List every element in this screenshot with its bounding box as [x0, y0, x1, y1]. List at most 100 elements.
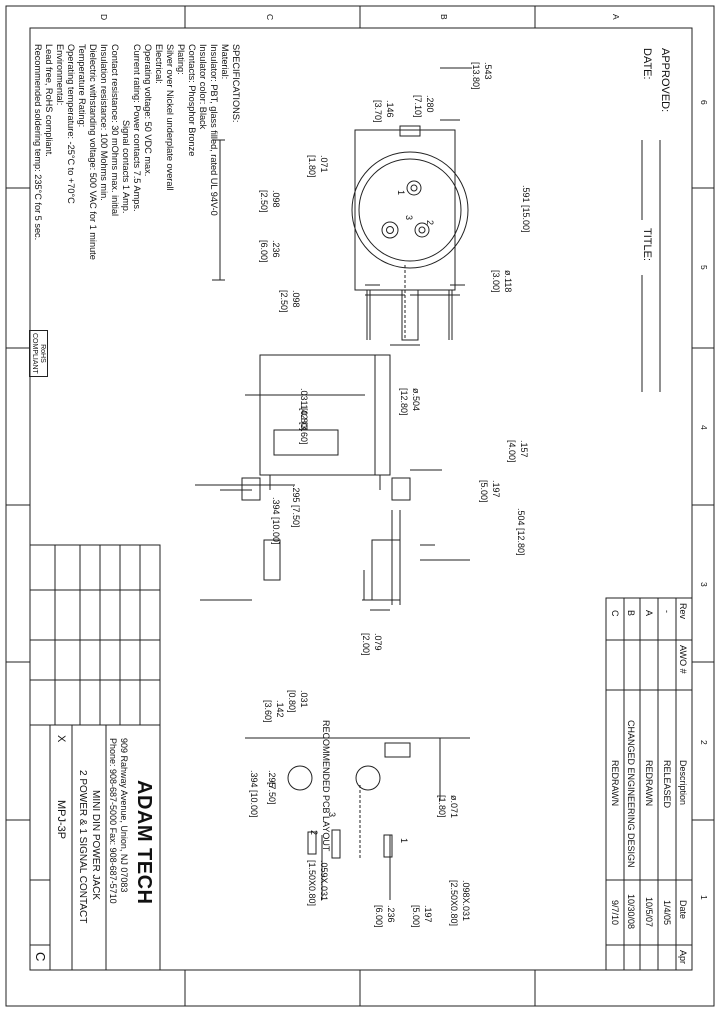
- pcb-pin-3: 3: [327, 812, 337, 818]
- grid-ticks: [6, 6, 714, 1006]
- rev-row-1-desc: RELEASED: [662, 760, 672, 809]
- dim-098-a: .098: [271, 190, 281, 208]
- dim-2-00: [2.00]: [361, 633, 371, 656]
- drawing-title-2: 2 POWER & 1 SIGNAL CONTACT: [77, 770, 88, 924]
- pcb-dim-0-80: [0.80]: [287, 690, 297, 713]
- pcb-dim-5-00: [5.00]: [411, 905, 421, 928]
- grid-number-6: 6: [699, 100, 709, 105]
- rev-row-2-rev: A: [644, 610, 654, 617]
- rev-row-3-date: 10/30/08: [626, 894, 636, 930]
- dim-3-70: [3.70]: [373, 100, 383, 123]
- rev-header-rev: Rev: [678, 603, 688, 620]
- dim-12-80-a: [12.80]: [399, 388, 409, 416]
- dim-dia-118: ø.118: [503, 270, 513, 293]
- rev-row-1-date: 1/4/05: [662, 900, 672, 926]
- rohs-logo: RoHS COMPLIANT: [28, 330, 48, 377]
- dim-394: .394 [10.00]: [271, 497, 281, 545]
- dim-dia-504: ø.504: [411, 388, 421, 412]
- grid-number-2: 2: [699, 740, 709, 745]
- dim-098-b: .098: [291, 290, 301, 308]
- grid-number-1: 1: [699, 895, 709, 900]
- drawing-title-1: MINI DIN POWER JACK: [90, 790, 101, 901]
- company-name: ADAM TECH: [133, 780, 155, 905]
- rev-row-4-desc: REDRAWN: [610, 760, 620, 807]
- pcb-dim-059x031: .059X.031: [319, 860, 329, 902]
- dim-2-50-a: [2.50]: [259, 190, 269, 213]
- pcb-pin-1: 1: [399, 838, 409, 844]
- dim-3-00: [3.00]: [491, 270, 501, 293]
- pcb-dim-1-50x0-80: [1.50X0.80]: [307, 860, 317, 907]
- rev-row-1-rev: -: [662, 610, 672, 613]
- grid-number-5: 5: [699, 265, 709, 270]
- pcb-dim-3-60: [3.60]: [263, 700, 273, 723]
- approved-label: APPROVED:: [659, 48, 671, 113]
- rev-header-date: Date: [678, 900, 688, 920]
- title-label: TITLE:: [641, 228, 653, 262]
- grid-letter-a: A: [611, 14, 621, 20]
- dim-504: .504 [12.80]: [516, 508, 526, 556]
- pcb-dim-2-50x0-80: [2.50X0.80]: [449, 880, 459, 927]
- dim-13-80: [13.80]: [471, 62, 481, 90]
- dim-071: .071: [319, 155, 329, 173]
- grid-letter-b: B: [439, 14, 449, 20]
- pcb-dim-197: .197: [423, 905, 433, 923]
- rev-row-3-desc: CHANGED ENGINEERING DESIGN: [626, 720, 636, 868]
- dim-6-00: [6.00]: [259, 240, 269, 263]
- grid-letter-c: C: [265, 14, 275, 21]
- rev-row-2-desc: REDRAWN: [644, 760, 654, 807]
- pcb-pin-2: 2: [309, 830, 319, 836]
- part-number: MPJ-3P: [55, 800, 67, 840]
- pcb-layout-title: RECOMMENDED PCB LAYOUT: [321, 720, 331, 852]
- dim-157: .157: [519, 440, 529, 458]
- pcb-layout: [245, 737, 470, 900]
- dim-236: .236: [271, 240, 281, 258]
- title-block-rev: C: [33, 952, 48, 962]
- pin-label-3: 3: [404, 215, 414, 221]
- dim-146: .146: [385, 100, 395, 118]
- revision-block: [605, 597, 693, 971]
- dim-1-80: [1.80]: [307, 155, 317, 178]
- grid-number-4: 4: [699, 425, 709, 430]
- inner-border: [29, 27, 693, 971]
- pin-label-2: 2: [425, 220, 435, 226]
- company-phone: Phone: 908-687-5000 Fax: 908-687-5710: [108, 738, 118, 904]
- rev-row-4-rev: C: [610, 610, 620, 617]
- side-view: [195, 354, 470, 611]
- dim-7-10: [7.10]: [413, 95, 423, 118]
- dim-142: .142 [3.60]: [299, 402, 309, 445]
- pcb-dim-6-00: [6.00]: [374, 905, 384, 928]
- pcb-dim-031: .031: [299, 690, 309, 708]
- dim-079: .079: [373, 633, 383, 651]
- pcb-dim-7-50: [7.50]: [267, 782, 277, 805]
- title-block: [29, 544, 161, 971]
- pcb-dim-098x031: .098X.031: [461, 880, 471, 922]
- dim-5-00-a: [5.00]: [479, 480, 489, 503]
- grid-letter-d: D: [99, 14, 109, 21]
- rev-row-3-rev: B: [626, 610, 636, 617]
- rev-header-description: Description: [678, 760, 688, 806]
- rev-row-4-date: 9/7/10: [610, 900, 620, 926]
- pcb-dim-394: .394 [10.00]: [249, 770, 259, 818]
- rev-row-2-date: 10/5/07: [644, 897, 654, 928]
- dim-591: .591 [15.00]: [521, 185, 531, 233]
- rev-header-awo: AWO #: [678, 645, 688, 674]
- dim-197: .197: [491, 480, 501, 498]
- grid-number-3: 3: [699, 582, 709, 587]
- date-label: DATE:: [641, 48, 653, 80]
- pcb-dim-142: .142: [275, 700, 285, 718]
- dim-4-00: [4.00]: [507, 440, 517, 463]
- pin-label-1: 1: [396, 190, 406, 196]
- pcb-dim-dia-071: ø.071: [449, 795, 459, 819]
- front-view: [212, 67, 472, 346]
- pcb-dim-1-80: [1.80]: [437, 795, 447, 818]
- dim-543: .543: [483, 62, 493, 80]
- company-address: 909 Rahway Avenue, Union, NJ 07083: [119, 738, 129, 893]
- rev-header-apr: Apr: [678, 950, 688, 965]
- pcb-dim-236: .236: [386, 905, 396, 923]
- dim-280: .280: [425, 95, 435, 113]
- title-block-x: X: [55, 735, 67, 743]
- dim-295: .295 [7.50]: [291, 485, 301, 528]
